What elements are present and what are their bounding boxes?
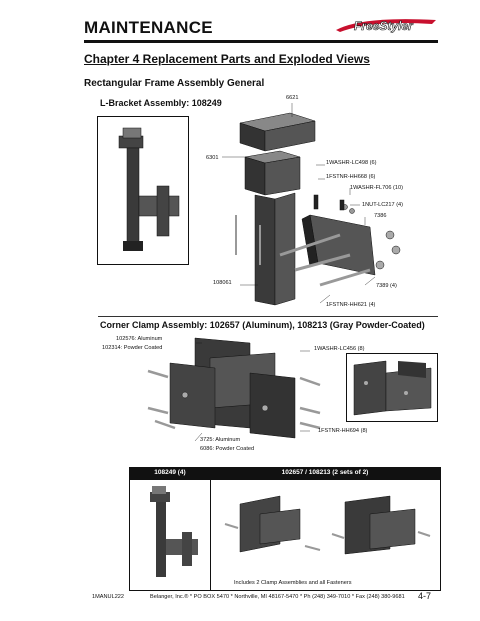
- callout-102314: 102314: Powder Coated: [102, 345, 163, 351]
- section-title: Rectangular Frame Assembly General: [84, 78, 265, 89]
- footer-manual-number: 1MANUL222: [92, 594, 125, 600]
- callout-1fstnr-hh621: 1FSTNR-HH621 (4): [326, 302, 376, 308]
- callout-108061: 108061: [213, 280, 232, 286]
- lbracket-assembled-image: [97, 116, 189, 265]
- callout-1washr-lc456: 1WASHR-LC456 (8): [314, 346, 365, 352]
- callout-1washr-lc498: 1WASHR-LC498 (6): [326, 160, 377, 166]
- callout-6301: 6301: [206, 155, 219, 161]
- lbracket-title: L-Bracket Assembly: 108249: [100, 98, 222, 108]
- table-corner-clamp-image: [224, 495, 431, 555]
- callout-1fstnr-hh668: 1FSTNR-HH668 (6): [326, 174, 376, 180]
- page-number: 4-7: [418, 591, 432, 601]
- callout-6086: 6086: Powder Coated: [200, 446, 255, 452]
- chapter-title: Chapter 4 Replacement Parts and Exploded…: [84, 52, 370, 66]
- header-rule: [84, 40, 438, 43]
- callout-1nut-lc217: 1NUT-LC217 (4): [362, 202, 404, 208]
- callout-1fstnr-hh694: 1FSTNR-HH694 (8): [318, 428, 368, 434]
- parts-table-header: 108249 (4) 102657 / 108213 (2 sets of 2): [130, 468, 440, 480]
- callout-7389: 7389 (4): [376, 283, 397, 289]
- section-rule: [98, 316, 438, 317]
- table-divider: [210, 480, 211, 590]
- callout-3725: 3725: Aluminum: [200, 437, 241, 443]
- freestyler-logo: FreeStyler: [336, 19, 436, 33]
- corner-clamp-title: Corner Clamp Assembly: 102657 (Aluminum)…: [100, 320, 425, 330]
- table-note: Includes 2 Clamp Assemblies and all Fast…: [234, 580, 352, 586]
- footer-address: Belanger, Inc.® * PO BOX 5470 * Northvil…: [150, 594, 405, 600]
- lbracket-exploded-diagram: [222, 103, 401, 306]
- callout-6621: 6621: [286, 95, 299, 101]
- callout-102576: 102576: Aluminum: [116, 336, 163, 342]
- table-col-108249: 108249 (4): [154, 469, 186, 476]
- table-lbracket-image: [150, 486, 198, 577]
- page-header-title: MAINTENANCE: [84, 18, 213, 37]
- parts-table: 108249 (4) 102657 / 108213 (2 sets of 2)…: [129, 467, 441, 591]
- table-col-102657: 102657 / 108213 (2 sets of 2): [281, 469, 369, 476]
- corner-clamp-assembled-image: [346, 353, 438, 422]
- svg-text:FreeStyler: FreeStyler: [354, 19, 414, 33]
- callout-7386: 7386: [374, 213, 387, 219]
- corner-clamp-exploded-diagram: [147, 337, 321, 442]
- callout-1washr-fl706: 1WASHR-FL706 (10): [350, 185, 403, 191]
